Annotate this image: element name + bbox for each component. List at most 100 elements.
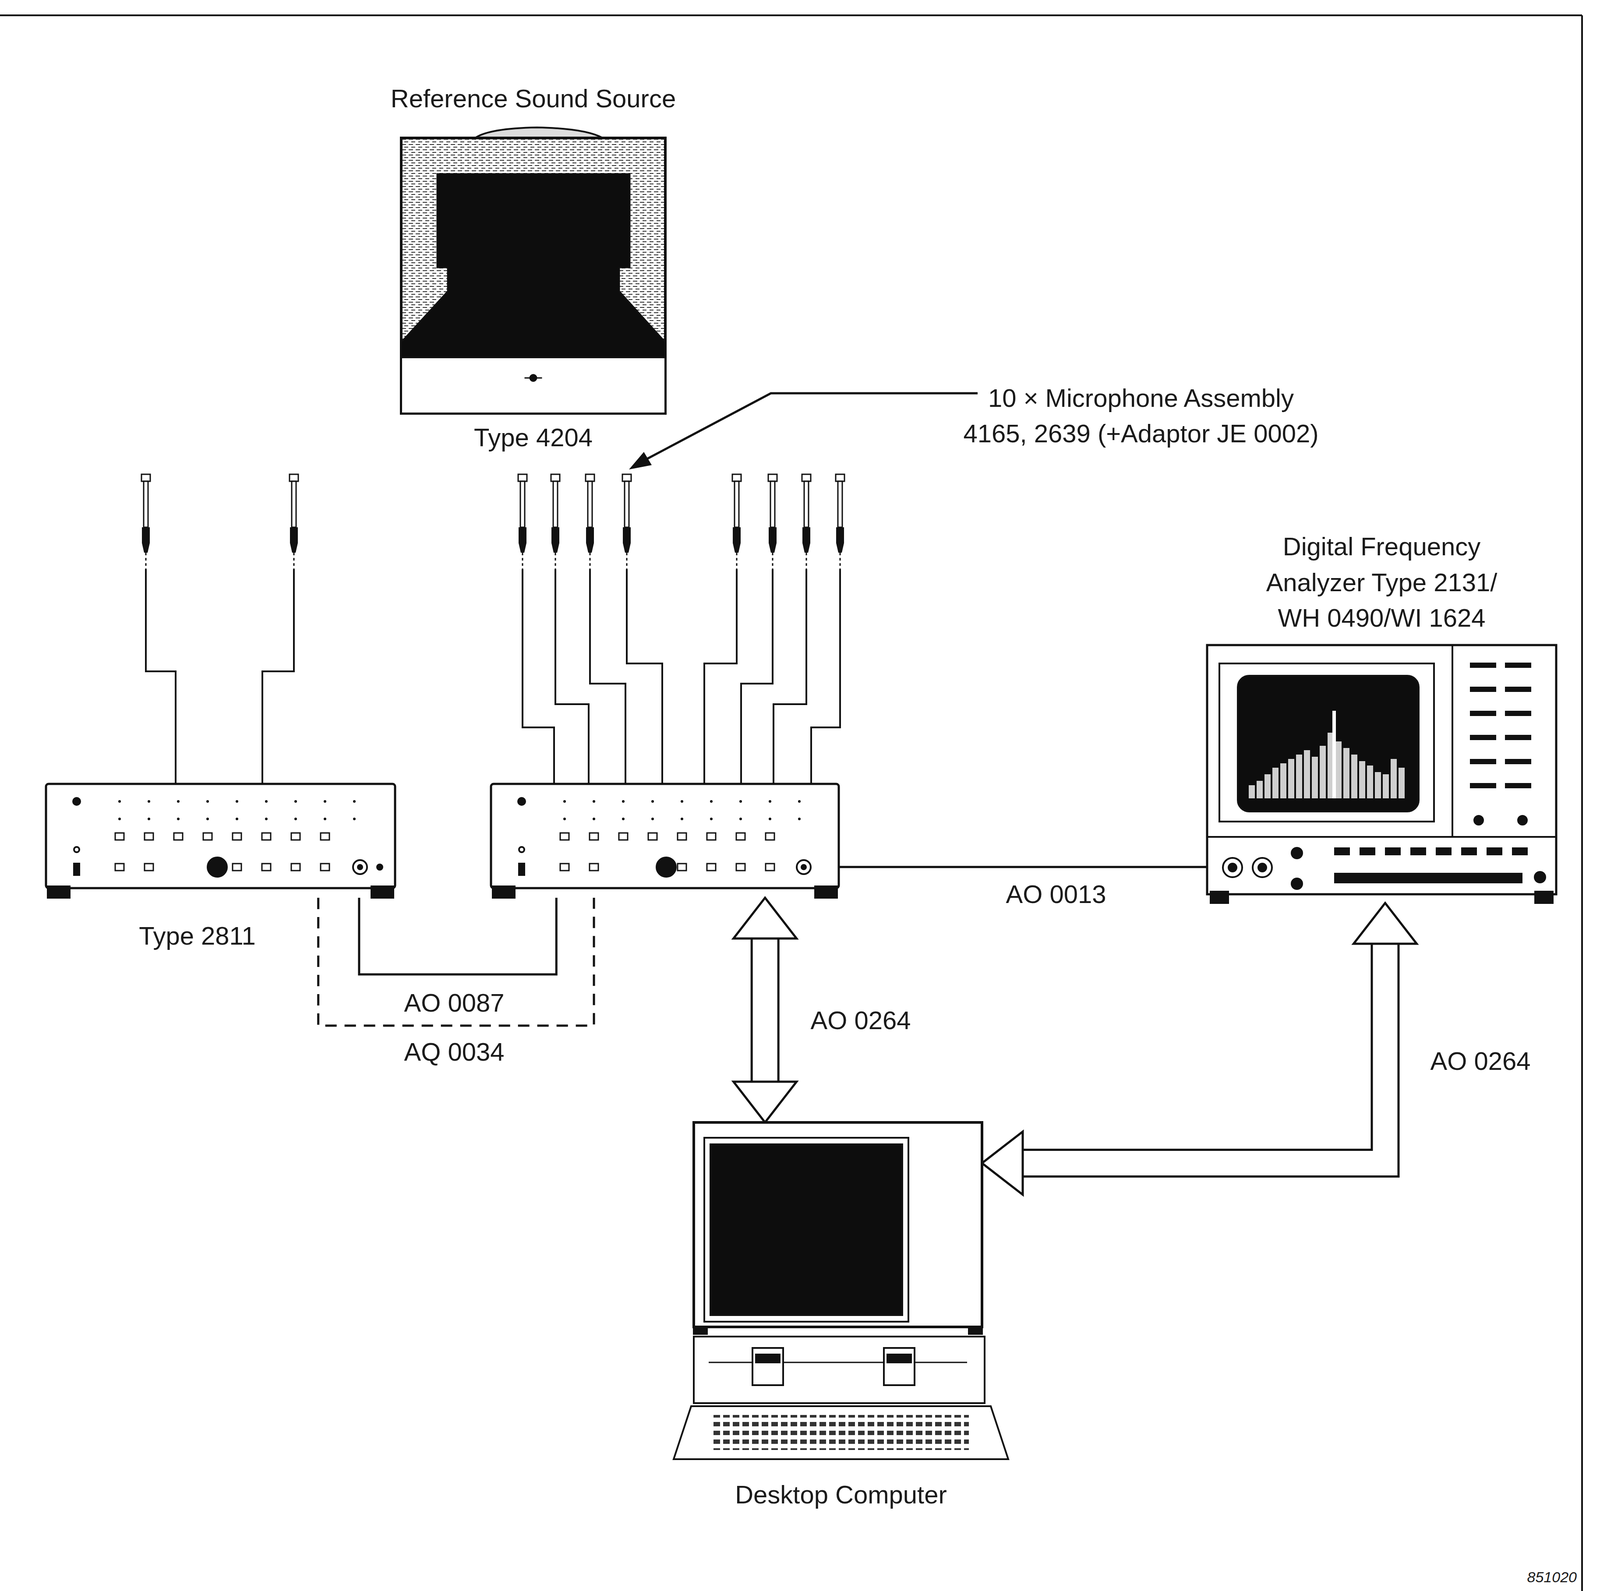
node-label: Desktop Computer — [734, 1476, 947, 1513]
drawing-rect — [706, 833, 716, 841]
drawing-circle — [798, 817, 801, 821]
drawing-g — [550, 474, 560, 570]
drawing-line — [1451, 645, 1454, 838]
drawing-circle — [294, 817, 297, 821]
drawing-rect — [804, 481, 809, 528]
drawing-circle — [563, 817, 566, 821]
drawing-rect — [1504, 759, 1532, 765]
drawing-rect — [589, 863, 599, 871]
drawing-path — [145, 569, 176, 785]
drawing-path — [838, 865, 1208, 869]
drawing-circle — [739, 800, 742, 803]
cable-label: AO 0264 — [1427, 1045, 1534, 1077]
drawing-rect — [47, 886, 70, 898]
drawing-rect — [1504, 734, 1532, 741]
drawing-g — [401, 127, 666, 414]
drawing-circle — [74, 847, 80, 853]
bus-arrow — [733, 897, 797, 1123]
drawing-rect — [45, 784, 396, 889]
drawing-rect — [765, 863, 775, 871]
drawing-circle — [235, 817, 239, 821]
drawing-rect — [1219, 663, 1434, 822]
drawing-rect — [291, 481, 297, 528]
drawing-circle — [206, 817, 209, 821]
drawing-circle — [147, 817, 151, 821]
drawing-circle — [739, 817, 742, 821]
drawing-circle — [73, 798, 81, 806]
drawing-path — [750, 938, 780, 1082]
drawing-path — [626, 569, 663, 785]
drawing-rect — [618, 833, 628, 841]
drawing-g — [732, 474, 742, 570]
drawing-path — [1022, 943, 1385, 1164]
drawing-circle — [353, 860, 368, 875]
drawing-rect — [1256, 780, 1263, 799]
arrowhead — [981, 1131, 1023, 1195]
drawing-rect — [624, 481, 629, 528]
drawing-rect — [706, 863, 716, 871]
drawing-rect — [261, 863, 271, 871]
cable-label: AO 0087 — [401, 987, 508, 1019]
cable — [838, 866, 1208, 868]
multiplexer-box-drawing — [45, 784, 396, 898]
drawing-g — [835, 474, 845, 570]
drawing-path — [811, 569, 841, 785]
computer-box-drawing — [673, 1122, 1009, 1460]
drawing-circle — [357, 865, 363, 870]
drawing-rect — [704, 1137, 909, 1322]
drawing-rect — [291, 833, 301, 841]
drawing-rect — [1351, 754, 1358, 799]
drawing-line — [805, 552, 808, 570]
drawing-rect — [144, 833, 154, 841]
drawing-rect — [1374, 772, 1382, 799]
drawing-circle — [353, 800, 356, 803]
drawing-rect — [518, 474, 527, 482]
drawing-path — [141, 527, 150, 553]
drawing-line — [626, 552, 628, 570]
drawing-circle — [207, 857, 227, 877]
drawing-rect — [1469, 759, 1497, 765]
drawing-circle — [680, 817, 684, 821]
drawing-circle — [621, 817, 625, 821]
leader-arrowhead — [628, 452, 652, 470]
drawing-circle — [621, 800, 625, 803]
drawing-circle — [323, 817, 327, 821]
drawing-line — [772, 552, 774, 570]
drawing-rect — [589, 833, 599, 841]
drawing-rect — [143, 481, 149, 528]
drawing-rect — [1469, 783, 1497, 789]
drawing-rect — [115, 833, 124, 841]
cable — [318, 897, 594, 1026]
drawing-circle — [801, 865, 806, 870]
drawing-rect — [1382, 774, 1389, 799]
drawing-rect — [968, 1327, 982, 1335]
drawing-circle — [1222, 858, 1243, 878]
drawing-rect — [677, 863, 687, 871]
multiplexer-box: Type 2811 — [45, 784, 396, 898]
drawing-g — [622, 474, 632, 570]
drawing-rect — [1504, 662, 1532, 668]
drawing-rect — [518, 862, 526, 876]
drawing-path — [773, 569, 807, 785]
drawing-circle — [768, 800, 772, 803]
drawing-rect — [291, 863, 301, 871]
drawing-rect — [232, 863, 242, 871]
drawing-rect — [693, 1122, 982, 1328]
drawing-path — [518, 527, 527, 553]
drawing-circle — [563, 800, 566, 803]
drawing-rect — [1335, 741, 1342, 799]
drawing-rect — [837, 481, 843, 528]
drawing-rect — [765, 833, 775, 841]
drawing-rect — [713, 1415, 969, 1451]
drawing-circle — [294, 800, 297, 803]
drawing-rect — [1311, 756, 1318, 799]
drawing-path — [318, 897, 594, 1026]
drawing-g — [1207, 645, 1557, 904]
drawing-path — [555, 569, 589, 785]
drawing-circle — [798, 800, 801, 803]
drawing-path — [359, 897, 557, 975]
drawing-circle — [1534, 872, 1546, 883]
drawing-g — [768, 474, 778, 570]
drawing-path — [551, 527, 560, 553]
drawing-circle — [176, 817, 180, 821]
